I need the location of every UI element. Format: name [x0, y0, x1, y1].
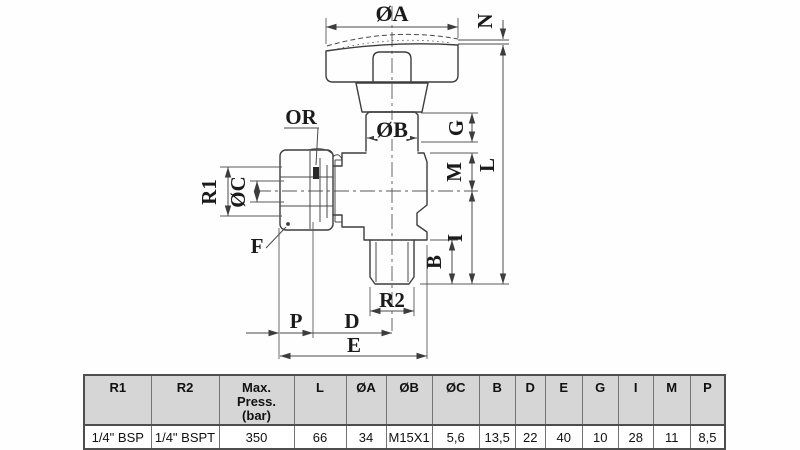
header-cell: B	[478, 374, 516, 426]
header-cell: M	[652, 374, 691, 426]
f-leader	[265, 226, 287, 249]
value-cell: 34	[345, 424, 387, 450]
handwheel-hub	[372, 51, 412, 83]
dim-label-or: OR	[285, 105, 317, 129]
header-cell: L	[293, 374, 347, 426]
header-cell: I	[617, 374, 654, 426]
header-cell: R2	[150, 374, 220, 426]
header-cell: E	[544, 374, 583, 426]
f-leader-dot	[286, 222, 290, 226]
ob-label-mask	[374, 120, 410, 139]
outlet-thread-relief	[375, 242, 409, 282]
value-cell: 66	[293, 424, 347, 450]
value-cell: 28	[617, 424, 654, 450]
dim-label-r2: R2	[379, 288, 405, 312]
dim-label-d: D	[344, 309, 359, 333]
dimension-labels: ØA N OR ØB G M L R1 ØC F I B R2 P D E	[197, 1, 499, 357]
header-cell: D	[514, 374, 546, 426]
inlet-nut-facets	[280, 176, 333, 207]
dim-label-f: F	[251, 234, 264, 258]
inlet-sleeve	[326, 159, 342, 223]
bonnet-collar	[355, 82, 429, 113]
dim-label-g: G	[444, 120, 468, 136]
value-cell: 10	[581, 424, 619, 450]
inlet-nut-outline	[279, 149, 334, 231]
value-cell: 11	[652, 424, 691, 450]
handwheel-knurl-dashed	[326, 33, 459, 47]
centerlines	[256, 6, 478, 331]
dim-label-e: E	[347, 333, 361, 357]
dim-label-i: I	[443, 234, 467, 242]
header-cell: R1	[83, 374, 152, 426]
valve-body	[332, 152, 428, 241]
dim-label-b: B	[422, 255, 446, 269]
value-cell: 1/4" BSPT	[150, 424, 220, 450]
value-cell: 350	[218, 424, 295, 450]
handwheel-outline	[325, 43, 459, 83]
handwheel-lip-lines	[458, 39, 509, 45]
inlet-nut	[279, 148, 343, 231]
value-cell: 5,6	[431, 424, 480, 450]
header-cell: P	[689, 374, 726, 426]
header-cell: ØB	[385, 374, 433, 426]
dim-label-p: P	[290, 309, 303, 333]
dim-label-oc: ØC	[226, 176, 250, 208]
extension-lines	[220, 18, 509, 359]
value-cell: M15X1	[385, 424, 433, 450]
handwheel-knurl-dotted	[332, 39, 453, 51]
value-cell: 8,5	[689, 424, 726, 450]
header-cell: ØA	[345, 374, 387, 426]
header-cell: ØC	[431, 374, 480, 426]
leader-lines	[265, 127, 319, 249]
dimension-lines	[224, 20, 507, 360]
value-cell: 22	[514, 424, 546, 450]
outlet-thread	[369, 239, 415, 285]
inlet-nut-inner-edges	[309, 151, 321, 229]
outlet-thread-outline	[369, 239, 415, 285]
bonnet-cylinder	[365, 111, 419, 152]
valve-technical-drawing: ØA N OR ØB G M L R1 ØC F I B R2 P D E	[197, 1, 509, 360]
or-leader	[284, 127, 319, 166]
dim-label-oa: ØA	[376, 1, 409, 26]
dim-label-n: N	[473, 13, 497, 28]
value-cell: 13,5	[478, 424, 516, 450]
dim-label-r1: R1	[197, 179, 221, 205]
value-cell: 1/4" BSP	[83, 424, 152, 450]
o-ring-section	[313, 167, 319, 179]
value-cell: 40	[544, 424, 583, 450]
handwheel	[325, 33, 509, 83]
dim-label-ob: ØB	[376, 117, 408, 142]
header-cell: G	[581, 374, 619, 426]
dim-label-m: M	[442, 162, 466, 182]
dim-label-l: L	[475, 158, 499, 172]
header-cell: Max.Press.(bar)	[218, 374, 295, 426]
